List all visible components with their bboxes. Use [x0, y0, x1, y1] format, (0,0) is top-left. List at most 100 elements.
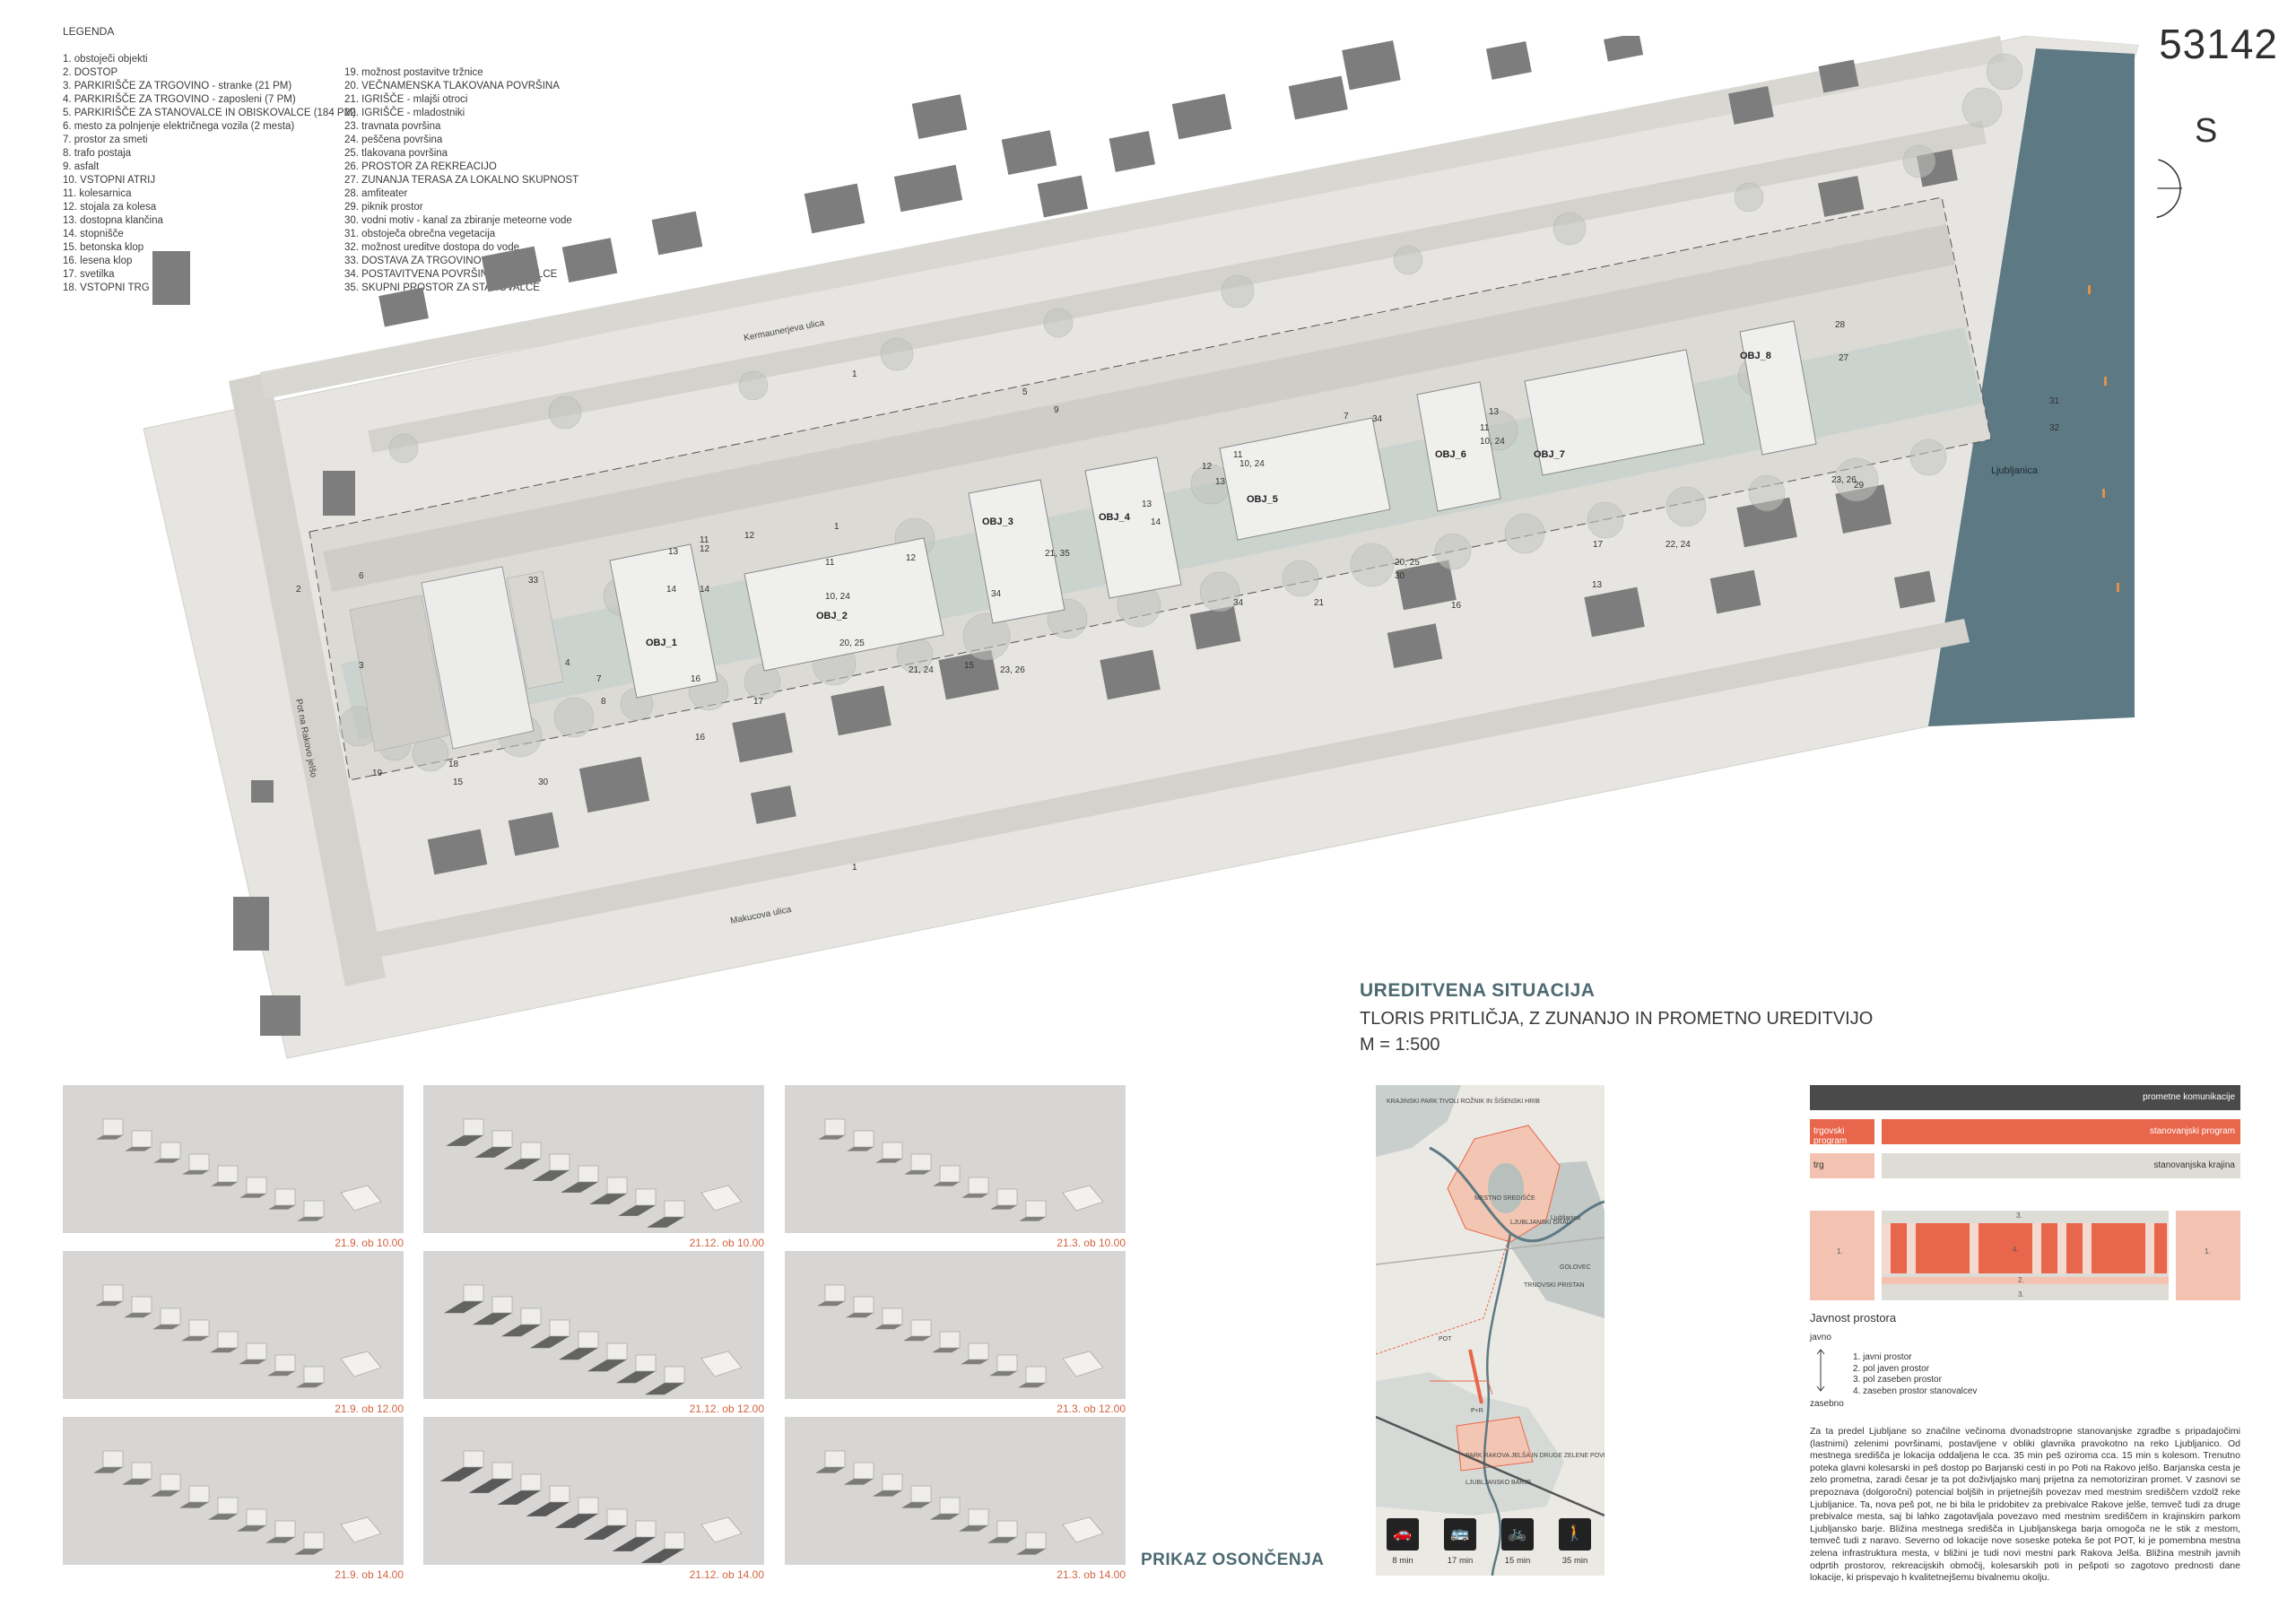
sun-caption: 21.9. ob 10.00: [335, 1237, 404, 1249]
legend-item: 33. DOSTAVA ZA TRGOVINO: [344, 256, 482, 266]
plan-marker: 17: [753, 697, 764, 707]
plan-title-main: UREDITVENA SITUACIJA: [1360, 980, 1596, 1001]
plan-marker: 22, 24: [1665, 540, 1691, 550]
plan-marker: 14: [666, 585, 677, 595]
plan-title: UREDITVENA SITUACIJA TLORIS PRITLIČJA, Z…: [1360, 980, 1873, 1055]
plan-marker: 21, 35: [1045, 549, 1070, 559]
plan-marker: 29: [1854, 481, 1865, 491]
plan-marker: 23, 26: [1000, 665, 1025, 675]
legend-item: 27. ZUNANJA TERASA ZA LOKALNO SKUPNOST: [344, 175, 579, 186]
existing-buildings-south: [233, 484, 1935, 1036]
plan-marker: 13: [1489, 407, 1500, 417]
transport-time: 15 min: [1504, 1556, 1531, 1566]
plan-marker: 11: [1480, 423, 1490, 433]
band-traffic: prometne komunikacije: [1810, 1085, 2240, 1110]
bus-icon: 🚌: [1444, 1518, 1476, 1551]
plan-marker: 10, 24: [1239, 459, 1265, 469]
sun-panel: [63, 1085, 404, 1233]
sun-panel: [423, 1251, 764, 1399]
building-label: OBJ_6: [1435, 449, 1466, 460]
river-ljubljanica: [1928, 48, 2135, 726]
concept-diagram: prometne komunikacije trgovski program s…: [1810, 1085, 2240, 1300]
public-space-diagram: 1.2.3.4.3.1.: [1810, 1211, 2240, 1300]
legend-item: 9. asfalt: [63, 161, 100, 172]
sun-render: [785, 1251, 1126, 1399]
diagram-block-label: 3.: [2016, 1212, 2022, 1220]
public-space-top: javno: [1810, 1333, 1831, 1342]
map-label-castle: LJUBLJANSKI GRAD: [1510, 1220, 1571, 1226]
legend-item: 24. peščena površina: [344, 135, 443, 145]
plan-marker: 34: [991, 589, 1002, 599]
legend-item: 17. svetilka: [63, 269, 115, 280]
plan-marker: 21, 24: [909, 665, 934, 675]
legend-item: 20. VEČNAMENSKA TLAKOVANA POVRŠINA: [344, 81, 560, 91]
sun-render: [423, 1417, 764, 1565]
legend-item: 13. dostopna klančina: [63, 215, 163, 226]
legend-item: 5. PARKIRIŠČE ZA STANOVALCE IN OBISKOVAL…: [63, 108, 356, 118]
band-square: trg: [1810, 1153, 1874, 1178]
plan-marker: 7: [1344, 412, 1349, 421]
sun-render: [63, 1417, 404, 1565]
sun-caption: 21.12. ob 14.00: [689, 1568, 764, 1581]
sun-render: [785, 1417, 1126, 1565]
plan-marker: 30: [538, 777, 549, 787]
diagram-block-label: 3.: [2018, 1290, 2024, 1299]
plan-marker: 16: [1451, 601, 1462, 611]
location-map: KRAJINSKI PARK TIVOLI ROŽNIK IN ŠIŠENSKI…: [1376, 1085, 1605, 1576]
legend-title: LEGENDA: [63, 25, 115, 38]
public-space-item: 2. pol javen prostor: [1853, 1363, 1930, 1374]
building-label: OBJ_5: [1247, 494, 1278, 505]
sun-caption: 21.12. ob 10.00: [689, 1237, 764, 1249]
map-label-center: MESTNO SREDIŠČE: [1474, 1194, 1535, 1202]
map-label-barje: LJUBLJANSKO BARJE: [1465, 1480, 1532, 1486]
legend-item: 14. stopnišče: [63, 229, 124, 239]
band-housing: stanovanjski program: [1882, 1119, 2240, 1144]
sun-caption: 21.12. ob 12.00: [689, 1403, 764, 1415]
legend-item: 22. IGRIŠČE - mladostniki: [344, 108, 465, 118]
plan-marker: 27: [1839, 353, 1849, 363]
plan-marker: 16: [695, 733, 706, 743]
map-label-pot: POT: [1439, 1336, 1452, 1342]
diagram-block-label: 4.: [2013, 1246, 2019, 1254]
legend-item: 28. amfiteater: [344, 188, 408, 199]
legend-item: 30. vodni motiv - kanal za zbiranje mete…: [344, 215, 572, 226]
plan-marker: 20, 25: [1395, 558, 1420, 568]
sun-panel: [785, 1251, 1126, 1399]
plan-scale: M = 1:500: [1360, 1035, 1440, 1055]
site-plan: Ljubljanica: [143, 36, 2161, 1059]
plan-marker: 5: [1022, 387, 1028, 397]
band-landscape: stanovanjska krajina: [1882, 1153, 2240, 1178]
legend-item: 29. piknik prostor: [344, 202, 423, 213]
plan-marker: 6: [359, 571, 364, 581]
public-space-item: 1. javni prostor: [1853, 1352, 1912, 1362]
legend-item: 21. IGRIŠČE - mlajši otroci: [344, 94, 468, 105]
map-label-river: Ljubljanica: [1551, 1215, 1580, 1221]
residential-buildings: [609, 320, 1817, 699]
legend-item: 26. PROSTOR ZA REKREACIJO: [344, 161, 497, 172]
plan-marker: 19: [372, 769, 383, 778]
sun-panel: [423, 1085, 764, 1233]
sun-caption: 21.3. ob 14.00: [1057, 1568, 1126, 1581]
public-space-title: Javnost prostora: [1810, 1311, 1897, 1325]
plan-marker: 16: [691, 674, 701, 684]
sun-render: [785, 1085, 1126, 1233]
plan-marker: 1: [852, 369, 857, 379]
public-space-item: 3. pol zaseben prostor: [1853, 1375, 1942, 1385]
plan-marker: 12: [700, 544, 710, 554]
plan-marker: 9: [1054, 405, 1059, 415]
plan-title-sub: TLORIS PRITLIČJA, Z ZUNANJO IN PROMETNO …: [1360, 1009, 1874, 1029]
diagram-block-label: 1.: [2205, 1247, 2211, 1255]
plan-marker: 4: [565, 658, 570, 668]
plan-marker: 1: [852, 863, 857, 873]
legend-item: 25. tlakovana površina: [344, 148, 448, 159]
sun-panel: [423, 1417, 764, 1565]
plan-marker: 2: [296, 585, 301, 595]
north-label: S: [2195, 112, 2218, 150]
public-space-legend: Javnost prostora javno zasebno 1. javni …: [1810, 1311, 2240, 1419]
legend-item: 15. betonska klop: [63, 242, 144, 253]
plan-marker: 15: [453, 777, 464, 787]
legend-item: 16. lesena klop: [63, 256, 133, 266]
legend-item: 1. obstoječi objekti: [63, 54, 148, 65]
sun-render: [423, 1085, 764, 1233]
